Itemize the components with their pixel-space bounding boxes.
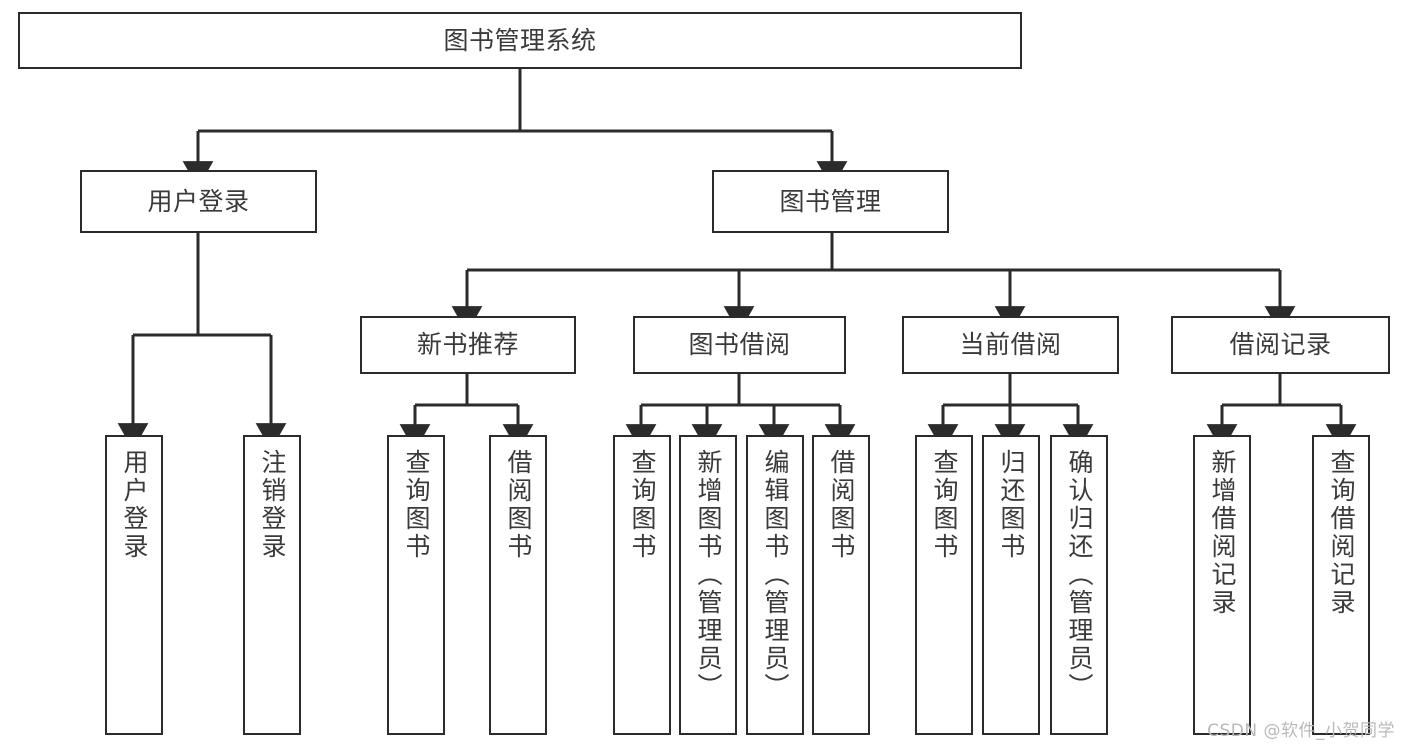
node-root-label: 图书管理系统 <box>443 25 597 55</box>
node-leaf-add-record-label: 新增借阅记录 <box>1208 449 1237 617</box>
node-leaf-user-logout-label: 注销登录 <box>258 449 287 561</box>
node-leaf-borrow-book-1-label: 借阅图书 <box>504 449 533 561</box>
watermark: CSDN @软件_小贺同学 <box>1207 721 1395 741</box>
node-root[interactable]: 图书管理系统 <box>18 12 1022 69</box>
node-book-borrow[interactable]: 图书借阅 <box>633 316 846 374</box>
node-leaf-user-logout[interactable]: 注销登录 <box>243 435 301 735</box>
node-user-login[interactable]: 用户登录 <box>80 170 317 233</box>
node-book-borrow-label: 图书借阅 <box>688 330 791 360</box>
node-leaf-query-record[interactable]: 查询借阅记录 <box>1312 435 1370 735</box>
node-current-borrow[interactable]: 当前借阅 <box>902 316 1119 374</box>
node-leaf-add-record[interactable]: 新增借阅记录 <box>1193 435 1251 735</box>
node-leaf-borrow-book-2[interactable]: 借阅图书 <box>812 435 870 735</box>
node-leaf-query-book-3[interactable]: 查询图书 <box>915 435 973 735</box>
node-leaf-borrow-book-2-label: 借阅图书 <box>827 449 856 561</box>
node-book-manage[interactable]: 图书管理 <box>712 170 949 233</box>
node-leaf-borrow-book-1[interactable]: 借阅图书 <box>489 435 547 735</box>
node-leaf-user-login-label: 用户登录 <box>120 449 149 561</box>
node-leaf-query-record-label: 查询借阅记录 <box>1327 449 1356 617</box>
node-new-book-rec[interactable]: 新书推荐 <box>360 316 576 374</box>
node-leaf-confirm-return[interactable]: 确认归还（管理员） <box>1050 435 1108 735</box>
node-leaf-user-login[interactable]: 用户登录 <box>105 435 163 735</box>
node-leaf-query-book-3-label: 查询图书 <box>930 449 959 561</box>
node-leaf-confirm-return-label: 确认归还（管理员） <box>1065 449 1094 701</box>
node-user-login-label: 用户登录 <box>147 186 250 216</box>
node-leaf-add-book[interactable]: 新增图书（管理员） <box>679 435 737 735</box>
node-borrow-record-label: 借阅记录 <box>1229 330 1332 360</box>
node-leaf-add-book-label: 新增图书（管理员） <box>694 449 723 701</box>
node-leaf-query-book-2-label: 查询图书 <box>628 449 657 561</box>
node-leaf-edit-book-label: 编辑图书（管理员） <box>761 449 790 701</box>
node-leaf-return-book-label: 归还图书 <box>997 449 1026 561</box>
node-leaf-query-book-1[interactable]: 查询图书 <box>387 435 445 735</box>
node-book-manage-label: 图书管理 <box>779 186 882 216</box>
node-current-borrow-label: 当前借阅 <box>959 330 1062 360</box>
node-leaf-query-book-2[interactable]: 查询图书 <box>613 435 671 735</box>
node-new-book-rec-label: 新书推荐 <box>416 330 519 360</box>
node-leaf-edit-book[interactable]: 编辑图书（管理员） <box>746 435 804 735</box>
node-leaf-return-book[interactable]: 归还图书 <box>982 435 1040 735</box>
node-leaf-query-book-1-label: 查询图书 <box>402 449 431 561</box>
node-borrow-record[interactable]: 借阅记录 <box>1171 316 1390 374</box>
